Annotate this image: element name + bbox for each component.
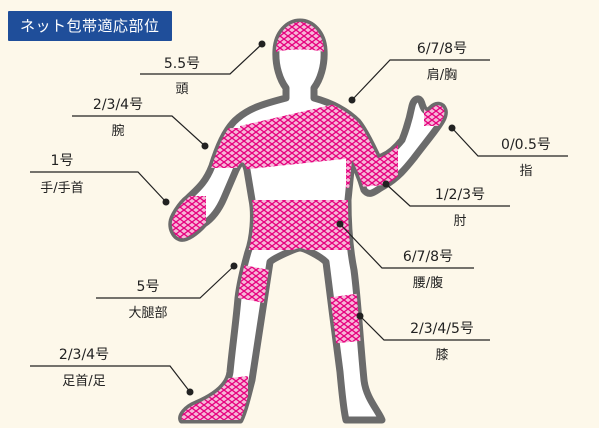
label-size-knee: 2/3/4/5号 <box>410 321 474 337</box>
bandage-foot <box>176 376 248 420</box>
diagram-title: ネット包帯適応部位 <box>8 11 172 41</box>
anchor-dot-finger <box>448 124 456 132</box>
anchor-dot-hand <box>162 198 170 206</box>
anchor-dot-head <box>258 40 266 48</box>
bandage-head <box>270 22 330 54</box>
bandage-waist <box>240 200 360 250</box>
label-part-waist: 腰/腹 <box>413 275 443 291</box>
label-size-shoulder: 6/7/8号 <box>417 41 467 57</box>
leader-line-elbow <box>385 183 510 207</box>
anchor-dot-waist <box>336 220 344 228</box>
leader-line-knee <box>359 315 490 341</box>
label-size-waist: 6/7/8号 <box>403 249 453 265</box>
label-size-thigh: 5号 <box>137 279 160 295</box>
leader-line-head <box>140 43 263 75</box>
label-part-shoulder: 肩/胸 <box>427 67 457 83</box>
anchor-dot-knee <box>356 312 364 320</box>
label-part-arm: 腕 <box>111 123 124 139</box>
label-size-head: 5.5号 <box>164 56 200 72</box>
label-part-foot: 足首/足 <box>62 374 105 389</box>
leader-line-hand <box>30 171 167 203</box>
label-part-elbow: 肘 <box>453 214 466 229</box>
leader-line-shoulder <box>351 59 490 101</box>
leader-line-thigh <box>96 265 235 299</box>
leader-line-waist <box>339 223 474 269</box>
anchor-dot-elbow <box>382 180 390 188</box>
anchor-dot-arm <box>201 142 209 150</box>
anchor-dot-shoulder <box>348 96 356 104</box>
label-size-arm: 2/3/4号 <box>93 97 143 113</box>
label-part-thigh: 大腿部 <box>128 306 167 321</box>
label-part-head: 頭 <box>175 82 188 97</box>
label-part-knee: 膝 <box>435 348 448 363</box>
leader-line-foot <box>30 365 191 393</box>
leader-line-finger <box>451 127 568 157</box>
label-part-hand: 手/手首 <box>40 181 83 196</box>
anchor-dot-foot <box>186 388 194 396</box>
leader-line-arm <box>72 115 206 147</box>
label-size-finger: 0/0.5号 <box>501 137 551 153</box>
label-part-finger: 指 <box>519 164 532 179</box>
label-size-hand: 1号 <box>51 153 74 169</box>
anchor-dot-thigh <box>230 262 238 270</box>
label-size-elbow: 1/2/3号 <box>435 187 485 203</box>
label-size-foot: 2/3/4号 <box>59 347 109 363</box>
bandage-chest <box>240 96 372 170</box>
